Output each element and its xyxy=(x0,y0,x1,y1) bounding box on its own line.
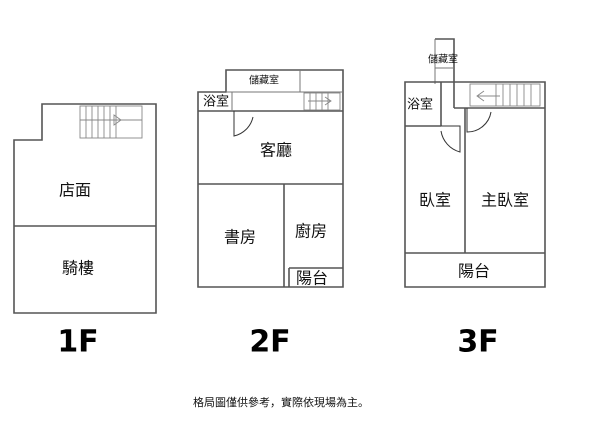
room-balcony: 陽台 xyxy=(458,262,490,281)
floor-3-outline xyxy=(404,81,546,288)
stair-arrow-icon xyxy=(476,90,500,102)
door-swing-icon xyxy=(440,125,461,153)
floor-3-label: 3F xyxy=(457,325,498,360)
door-swing-icon xyxy=(233,111,254,137)
room-study: 書房 xyxy=(224,228,256,247)
room-balcony: 陽台 xyxy=(296,269,328,288)
room-arcade: 騎樓 xyxy=(62,259,94,278)
floor-1-outline xyxy=(13,103,157,314)
floor-2-stair xyxy=(303,92,341,111)
disclaimer-text: 格局圖僅供參考，實際依現場為主。 xyxy=(193,396,369,409)
stair-arrow-icon xyxy=(98,114,122,126)
room-living: 客廳 xyxy=(260,141,292,160)
floor-1-plan: 店面 騎樓 1F xyxy=(13,103,157,360)
room-bath: 浴室 xyxy=(407,97,433,113)
room-shop: 店面 xyxy=(59,181,91,200)
floor-1-stair xyxy=(79,105,143,139)
stair-arrow-icon xyxy=(308,96,332,106)
room-bath: 浴室 xyxy=(203,94,229,110)
room-kitchen: 廚房 xyxy=(295,222,327,241)
room-bedroom: 臥室 xyxy=(419,191,451,210)
room-storage: 儲藏室 xyxy=(428,53,458,66)
floor-2-plan: 儲藏室 浴室 客廳 書房 廚房 陽台 2F xyxy=(197,69,344,360)
floor-3-stair xyxy=(469,83,541,107)
room-storage: 儲藏室 xyxy=(249,74,279,87)
floor-3-plan: 儲藏室 浴室 臥室 主臥室 陽台 3F xyxy=(404,38,546,360)
floor-2-label: 2F xyxy=(249,325,290,360)
floor-1-label: 1F xyxy=(57,325,98,360)
room-master-bedroom: 主臥室 xyxy=(481,191,529,210)
door-swing-icon xyxy=(466,108,492,133)
